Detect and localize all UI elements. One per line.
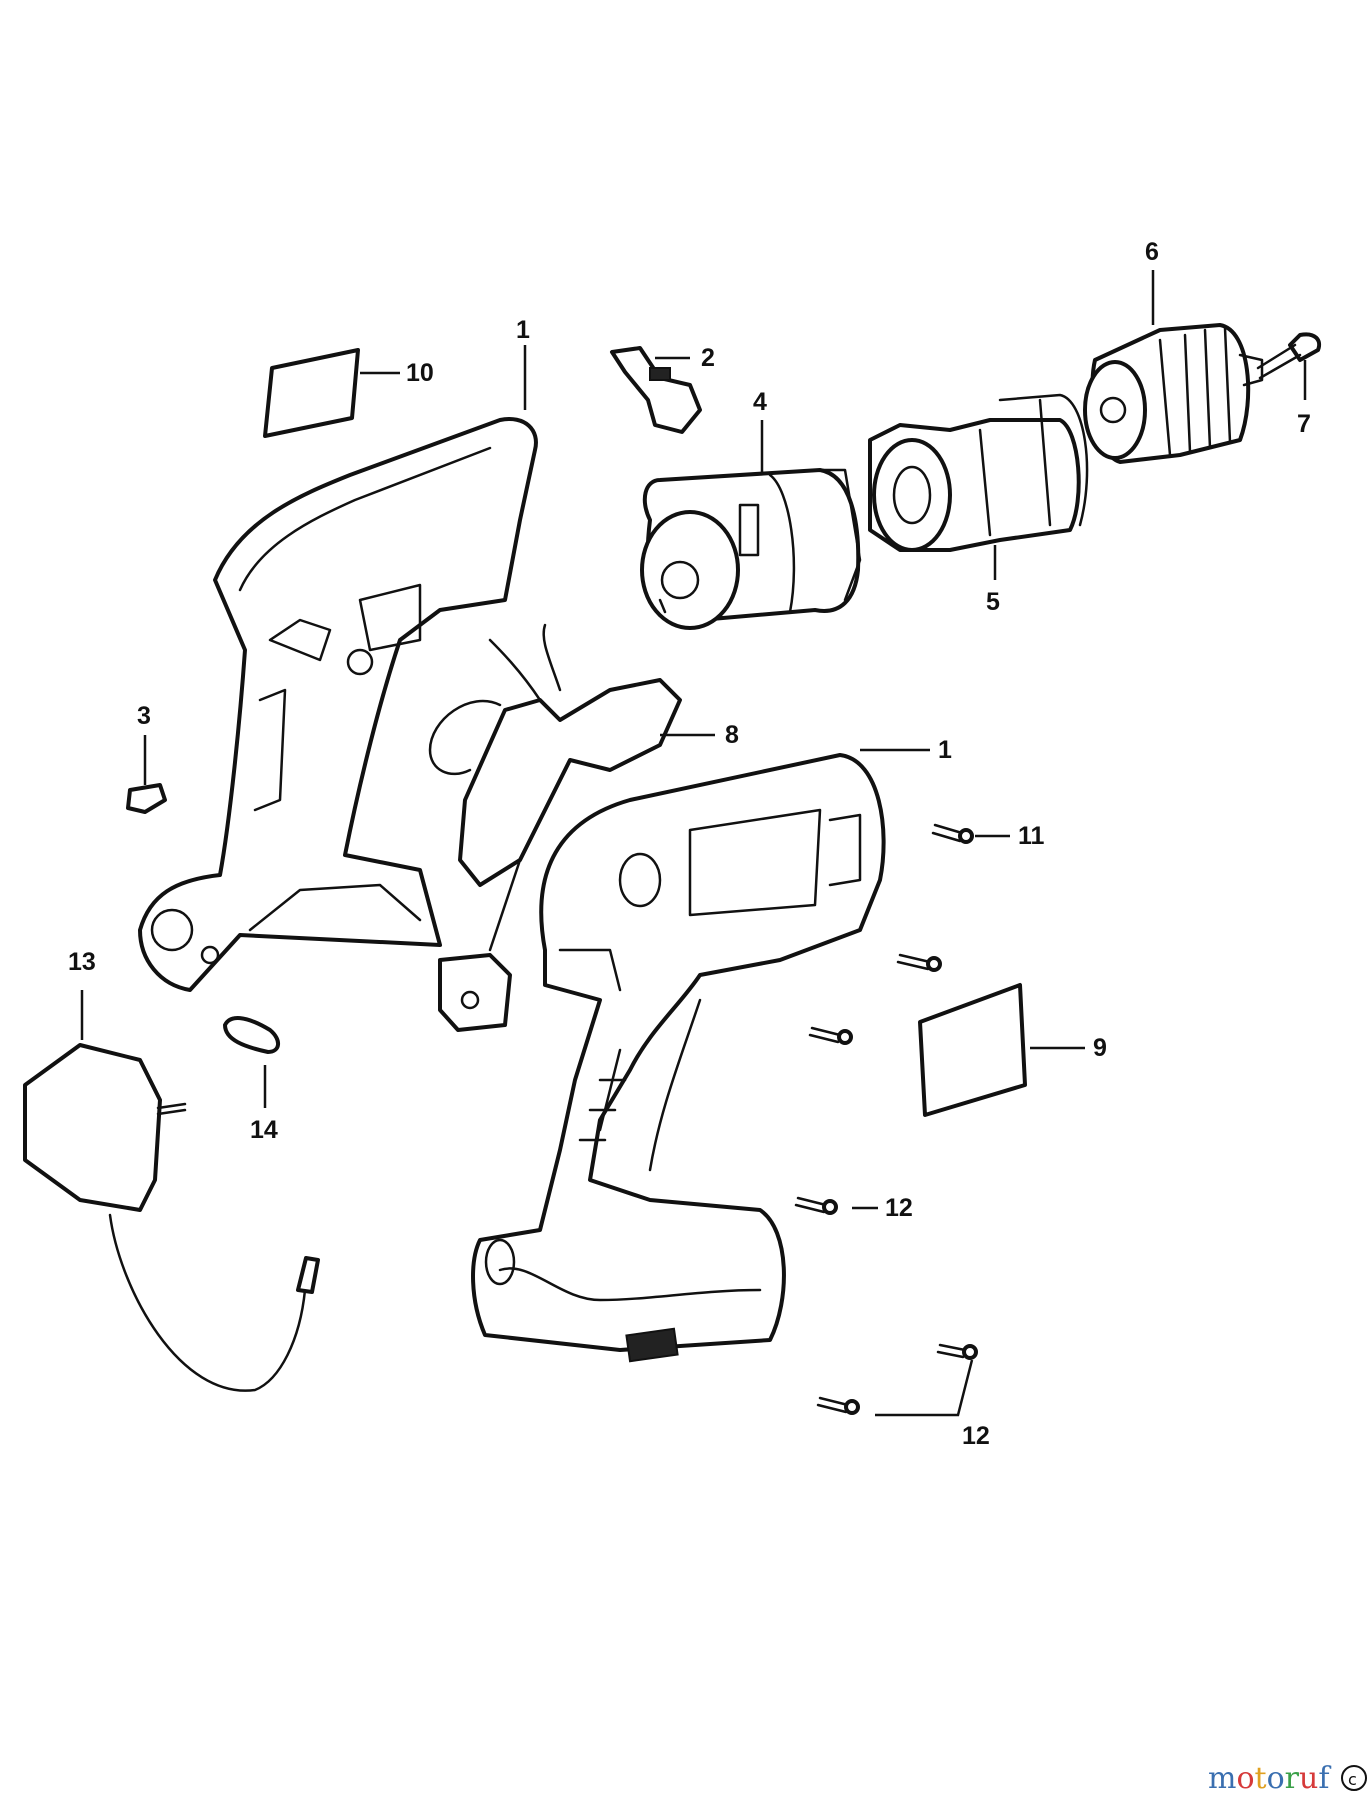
part-5-gearbox xyxy=(868,393,1089,552)
callout-9: 9 xyxy=(1093,1034,1107,1062)
callout-14: 14 xyxy=(250,1116,278,1144)
part-4-motor xyxy=(640,468,862,630)
callout-3: 3 xyxy=(137,702,151,730)
housing-screws xyxy=(794,953,978,1415)
callout-1-top: 1 xyxy=(516,316,530,344)
part-2-switch-slider xyxy=(610,346,702,434)
callout-labels: 1 1 2 3 4 5 6 7 8 9 10 11 12 12 13 14 xyxy=(68,238,1311,1450)
watermark-letter: u xyxy=(1299,1761,1318,1796)
part-13-charger xyxy=(23,1043,320,1392)
part-9-label-sticker xyxy=(918,983,1027,1117)
part-6-chuck xyxy=(1083,323,1264,464)
callout-10: 10 xyxy=(406,359,434,387)
watermark-letter: t xyxy=(1255,1761,1267,1796)
callout-8: 8 xyxy=(725,721,739,749)
callout-6: 6 xyxy=(1145,238,1159,266)
part-1-left-housing-half xyxy=(138,417,538,992)
part-14-sleeve xyxy=(223,1016,280,1054)
callout-12-upper: 12 xyxy=(885,1194,913,1222)
part-3-clip xyxy=(126,783,167,814)
watermark-logo: motoruf c xyxy=(1208,1761,1367,1796)
watermark-letter: o xyxy=(1267,1761,1285,1796)
callout-1-right: 1 xyxy=(938,736,952,764)
callout-5: 5 xyxy=(986,588,1000,616)
watermark-letter: r xyxy=(1285,1761,1300,1796)
watermark-circle xyxy=(1341,1765,1367,1791)
part-1-right-housing-half xyxy=(471,753,886,1363)
callout-4: 4 xyxy=(753,388,767,416)
callout-2: 2 xyxy=(701,344,715,372)
watermark-letter: m xyxy=(1208,1761,1236,1796)
part-8-switch-assembly xyxy=(428,623,682,1032)
svg-text:motoruf: motoruf xyxy=(1208,1761,1331,1796)
watermark-letter: o xyxy=(1236,1761,1254,1796)
watermark-suffix: c xyxy=(1348,1770,1357,1789)
leader-lines xyxy=(80,270,1307,1417)
part-11-screw xyxy=(931,823,974,844)
watermark-letter: f xyxy=(1318,1761,1331,1796)
part-7-screw xyxy=(1256,332,1321,380)
callout-13: 13 xyxy=(68,948,96,976)
part-10-label-sticker xyxy=(263,348,360,438)
callout-11: 11 xyxy=(1018,822,1045,850)
callout-12-lower: 12 xyxy=(962,1422,990,1450)
callout-7: 7 xyxy=(1297,410,1311,438)
